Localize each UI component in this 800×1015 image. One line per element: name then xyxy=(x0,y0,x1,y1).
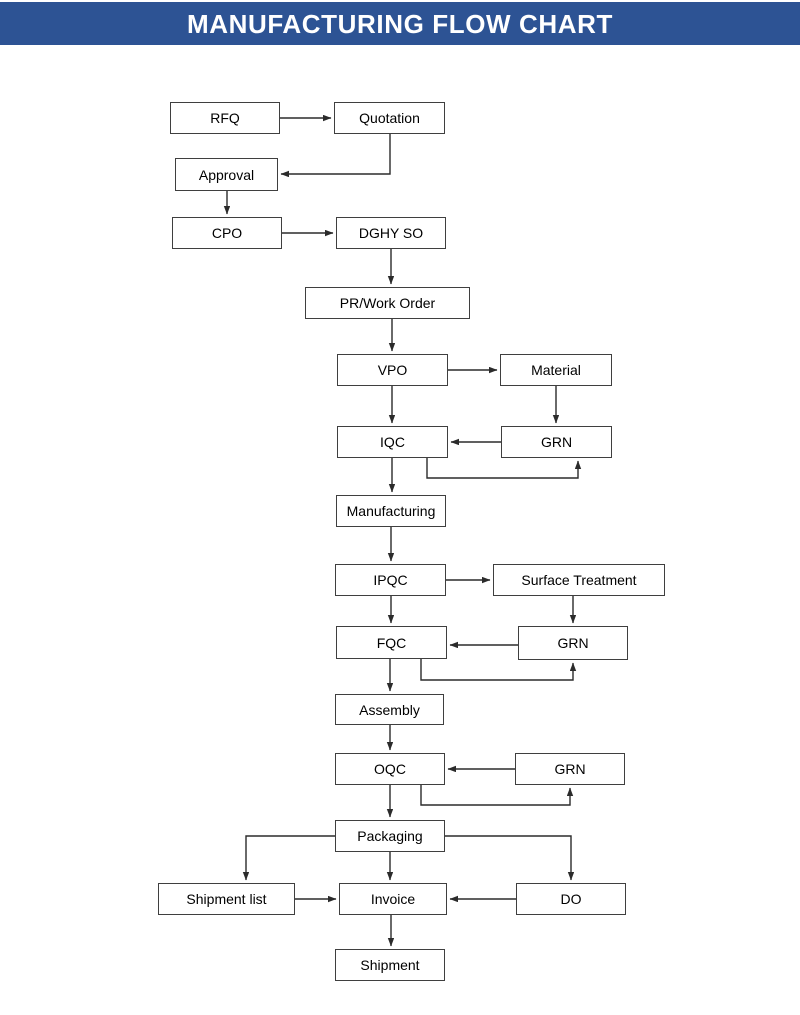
node-manufacturing[interactable]: Manufacturing xyxy=(336,495,446,527)
node-fqc[interactable]: FQC xyxy=(336,626,447,659)
node-label-grn-outgoing: GRN xyxy=(554,761,586,777)
node-label-approval: Approval xyxy=(198,166,255,183)
node-label-ipqc: IPQC xyxy=(373,572,408,588)
node-label-pr-work-order: PR/Work Order xyxy=(339,295,436,311)
node-packaging[interactable]: Packaging xyxy=(335,820,445,852)
node-label-surface-treatment: Surface Treatment xyxy=(521,572,637,588)
node-vpo[interactable]: VPO xyxy=(337,354,448,386)
node-oqc[interactable]: OQC xyxy=(335,753,445,785)
node-label-quotation: Quotation xyxy=(359,110,420,126)
node-rfq[interactable]: RFQ xyxy=(170,102,280,134)
node-ipqc[interactable]: IPQC xyxy=(335,564,446,596)
node-label-grn-incoming: GRN xyxy=(540,434,573,450)
node-label-fqc: FQC xyxy=(376,634,407,651)
node-label-invoice: Invoice xyxy=(370,891,416,907)
node-material[interactable]: Material xyxy=(500,354,612,386)
node-iqc[interactable]: IQC xyxy=(337,426,448,458)
node-do[interactable]: DO xyxy=(516,883,626,915)
node-grn-incoming[interactable]: GRN xyxy=(501,426,612,458)
node-label-assembly: Assembly xyxy=(359,701,420,718)
node-label-do: DO xyxy=(560,891,582,907)
page-title: MANUFACTURING FLOW CHART xyxy=(186,8,613,39)
node-shipment-list[interactable]: Shipment list xyxy=(158,883,295,915)
node-label-cpo: CPO xyxy=(211,225,243,241)
node-quotation[interactable]: Quotation xyxy=(334,102,445,134)
node-shipment[interactable]: Shipment xyxy=(335,949,445,981)
page-header-bar: MANUFACTURING FLOW CHART xyxy=(0,2,800,45)
edge-packaging-shipmentlist xyxy=(242,835,335,881)
node-pr-work-order[interactable]: PR/Work Order xyxy=(305,287,470,319)
edge-packaging-do xyxy=(445,835,575,881)
node-label-shipment: Shipment xyxy=(360,957,420,973)
node-label-oqc: OQC xyxy=(374,761,406,777)
node-label-vpo: VPO xyxy=(377,362,408,378)
edge-quotation-approval xyxy=(280,134,391,178)
node-surface-treatment[interactable]: Surface Treatment xyxy=(493,564,665,596)
node-grn-surface[interactable]: GRN xyxy=(518,626,628,660)
node-label-manufacturing: Manufacturing xyxy=(346,503,436,519)
node-label-dghy-so: DGHY SO xyxy=(358,225,424,241)
node-grn-outgoing[interactable]: GRN xyxy=(515,753,625,785)
node-invoice[interactable]: Invoice xyxy=(339,883,447,915)
edge-oqc-grn3-loop xyxy=(420,785,574,806)
edge-iqc-grn1-loop xyxy=(426,458,582,479)
node-label-grn-surface: GRN xyxy=(557,635,589,651)
node-cpo[interactable]: CPO xyxy=(172,217,282,249)
edge-fqc-grn2-loop xyxy=(420,659,577,681)
node-label-iqc: IQC xyxy=(380,434,405,450)
node-dghy-so[interactable]: DGHY SO xyxy=(336,217,446,249)
node-assembly[interactable]: Assembly xyxy=(335,694,444,725)
node-label-shipment-list: Shipment list xyxy=(186,891,267,907)
node-label-rfq: RFQ xyxy=(210,110,240,126)
node-approval[interactable]: Approval xyxy=(175,158,278,191)
node-label-material: Material xyxy=(531,362,581,378)
node-label-packaging: Packaging xyxy=(357,828,423,844)
